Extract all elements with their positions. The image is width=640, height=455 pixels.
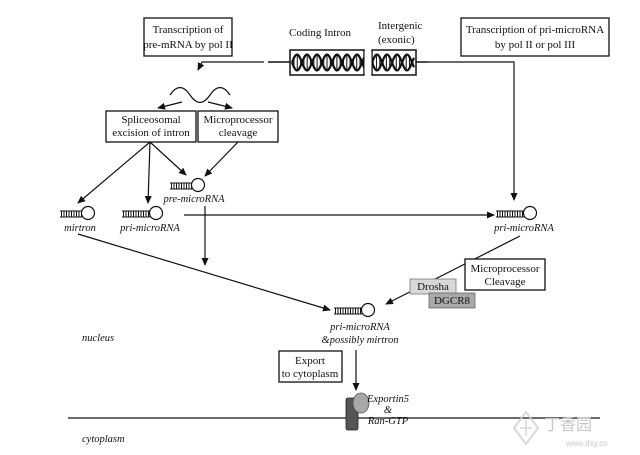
exportin-line1: Exportin5 [366,394,409,405]
nucleus-label: nucleus [82,333,114,344]
pre-microrna-hairpin [170,177,206,193]
mirtron-label: mirtron [64,223,96,234]
export-line2: to cytoplasm [282,368,339,380]
micro-cleave2-box: Microprocessor Cleavage [464,258,546,291]
splice-line2: excision of intron [112,127,190,139]
micro-cleave2-line2: Cleavage [485,276,526,288]
mirtron-hairpin [60,205,96,221]
intergenic-label-line2: (exonic) [378,34,415,46]
splice-to-mirtron-arrow [77,141,151,204]
pri-right-to-center-arrow [385,235,521,305]
center-label-line1: pri-microRNA [329,322,390,333]
intergenic-label-line1: Intergenic [378,20,423,32]
coding-intron-label: Coding Intron [289,27,352,39]
exportin-line2: & [384,405,393,416]
watermark-url: www.dxy.cn [565,439,608,448]
dgcr8-label: DGCR8 [434,295,471,307]
pri-right-label: pri-microRNA [493,223,554,234]
dna-helix [290,51,416,74]
splice-box: Spliceosomal excision of intron [105,110,197,143]
exportin5-protein [352,392,370,414]
splice-to-pri-left-arrow [144,141,152,204]
transcription-pri-line1: Transcription of pri-microRNA [466,24,604,36]
exportin-complex [345,392,370,431]
drosha-badge: Drosha [409,278,457,295]
pri-right-hairpin [496,205,538,221]
transcription-pol2-line2: pre-mRNA by pol II [143,39,233,51]
center-hairpin [334,302,376,318]
micro-cleave-line1: Microprocessor [203,114,272,126]
gene-dna [268,49,428,76]
transcription-pol2-box: Transcription of pre-mRNA by pol II [143,17,233,57]
pri-left-hairpin [122,205,164,221]
export-line1: Export [295,355,325,367]
pri-left-label: pri-microRNA [119,223,180,234]
transcription-pri-box: Transcription of pri-microRNA by pol II … [460,17,610,57]
wave-to-splice-arrow [157,101,183,110]
center-label-line2: &possibly mirtron [322,335,399,346]
gene-to-pri-right-arrow [428,61,518,201]
pre-mrna-wave [169,86,231,104]
splice-line1: Spliceosomal [121,114,180,126]
cleave-to-pre-arrow [204,141,239,177]
cytoplasm-label: cytoplasm [82,434,125,445]
micro-cleave-line2: cleavage [219,127,258,139]
wave-to-cleave-arrow [207,101,233,110]
micro-cleave-box: Microprocessor cleavage [197,110,279,143]
mirtron-to-center-arrow [77,233,331,312]
pre-microrna-label: pre-microRNA [162,194,225,205]
transcription-pol2-line1: Transcription of [153,24,224,36]
gene-to-premrna-arrow [197,61,264,71]
drosha-label: Drosha [417,281,449,293]
dgcr8-badge: DGCR8 [428,292,476,309]
splice-to-pre-arrow [149,141,187,176]
export-box: Export to cytoplasm [278,350,343,383]
watermark-logo [512,410,540,446]
exportin-line3: Ran-GTP [367,416,409,427]
watermark-brand: 丁香园 [544,416,592,434]
micro-cleave2-line1: Microprocessor [470,263,539,275]
transcription-pri-line2: by pol II or pol III [495,39,576,51]
